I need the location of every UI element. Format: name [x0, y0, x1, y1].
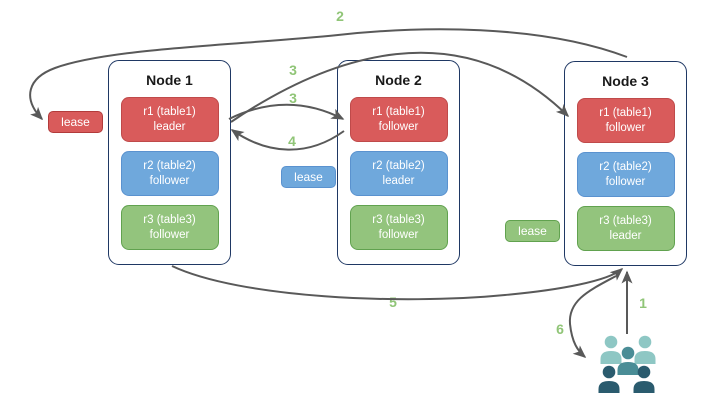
node-1-title: Node 1: [146, 72, 193, 88]
lease-badge-red: lease: [48, 111, 103, 133]
arrow-step-3-short: [228, 103, 345, 120]
replica-label: r2 (table2): [599, 160, 652, 173]
replica-role: follower: [378, 228, 419, 241]
step-label-5: 5: [389, 294, 397, 310]
node-1-replica-r2: r2 (table2) follower: [120, 151, 219, 196]
replica-role: leader: [609, 229, 642, 242]
node-3-box: Node 3 r1 (table1) follower r2 (table2) …: [564, 61, 687, 266]
replica-role: follower: [605, 121, 646, 134]
replica-label: r3 (table3): [599, 214, 652, 227]
replica-label: r3 (table3): [372, 213, 425, 226]
step-label-3b: 3: [289, 90, 297, 106]
arrow-step-6: [568, 275, 617, 358]
node-3-title: Node 3: [602, 73, 649, 89]
replica-role: follower: [149, 228, 190, 241]
node-2-replica-r2: r2 (table2) leader: [349, 151, 448, 196]
node-1-box: Node 1 r1 (table1) leader r2 (table2) fo…: [108, 60, 231, 265]
lease-badge-green: lease: [505, 220, 560, 242]
node-3-replica-r1: r1 (table1) follower: [576, 98, 675, 143]
replica-role: follower: [378, 120, 419, 133]
node-2-box: Node 2 r1 (table1) follower r2 (table2) …: [337, 60, 460, 265]
replica-role: leader: [153, 120, 186, 133]
step-label-3a: 3: [289, 62, 297, 78]
replica-role: leader: [382, 174, 415, 187]
step-label-2: 2: [336, 8, 344, 24]
replica-label: r2 (table2): [372, 159, 425, 172]
node-3-replica-r2: r2 (table2) follower: [576, 152, 675, 197]
node-2-replica-r3: r3 (table3) follower: [349, 205, 448, 250]
replica-role: follower: [149, 174, 190, 187]
lease-badge-blue: lease: [281, 166, 336, 188]
node-2-title: Node 2: [375, 72, 422, 88]
replica-label: r3 (table3): [143, 213, 196, 226]
replica-label: r1 (table1): [372, 105, 425, 118]
node-2-replica-r1: r1 (table1) follower: [349, 97, 448, 142]
step-label-1: 1: [639, 295, 647, 311]
replica-role: follower: [605, 175, 646, 188]
replica-label: r2 (table2): [143, 159, 196, 172]
replica-label: r1 (table1): [599, 106, 652, 119]
node-1-replica-r1: r1 (table1) leader: [120, 97, 219, 142]
step-label-4: 4: [288, 133, 296, 149]
replica-label: r1 (table1): [143, 105, 196, 118]
node-1-replica-r3: r3 (table3) follower: [120, 205, 219, 250]
node-3-replica-r3: r3 (table3) leader: [576, 206, 675, 251]
step-label-6: 6: [556, 321, 564, 337]
users-icon: [598, 335, 656, 393]
